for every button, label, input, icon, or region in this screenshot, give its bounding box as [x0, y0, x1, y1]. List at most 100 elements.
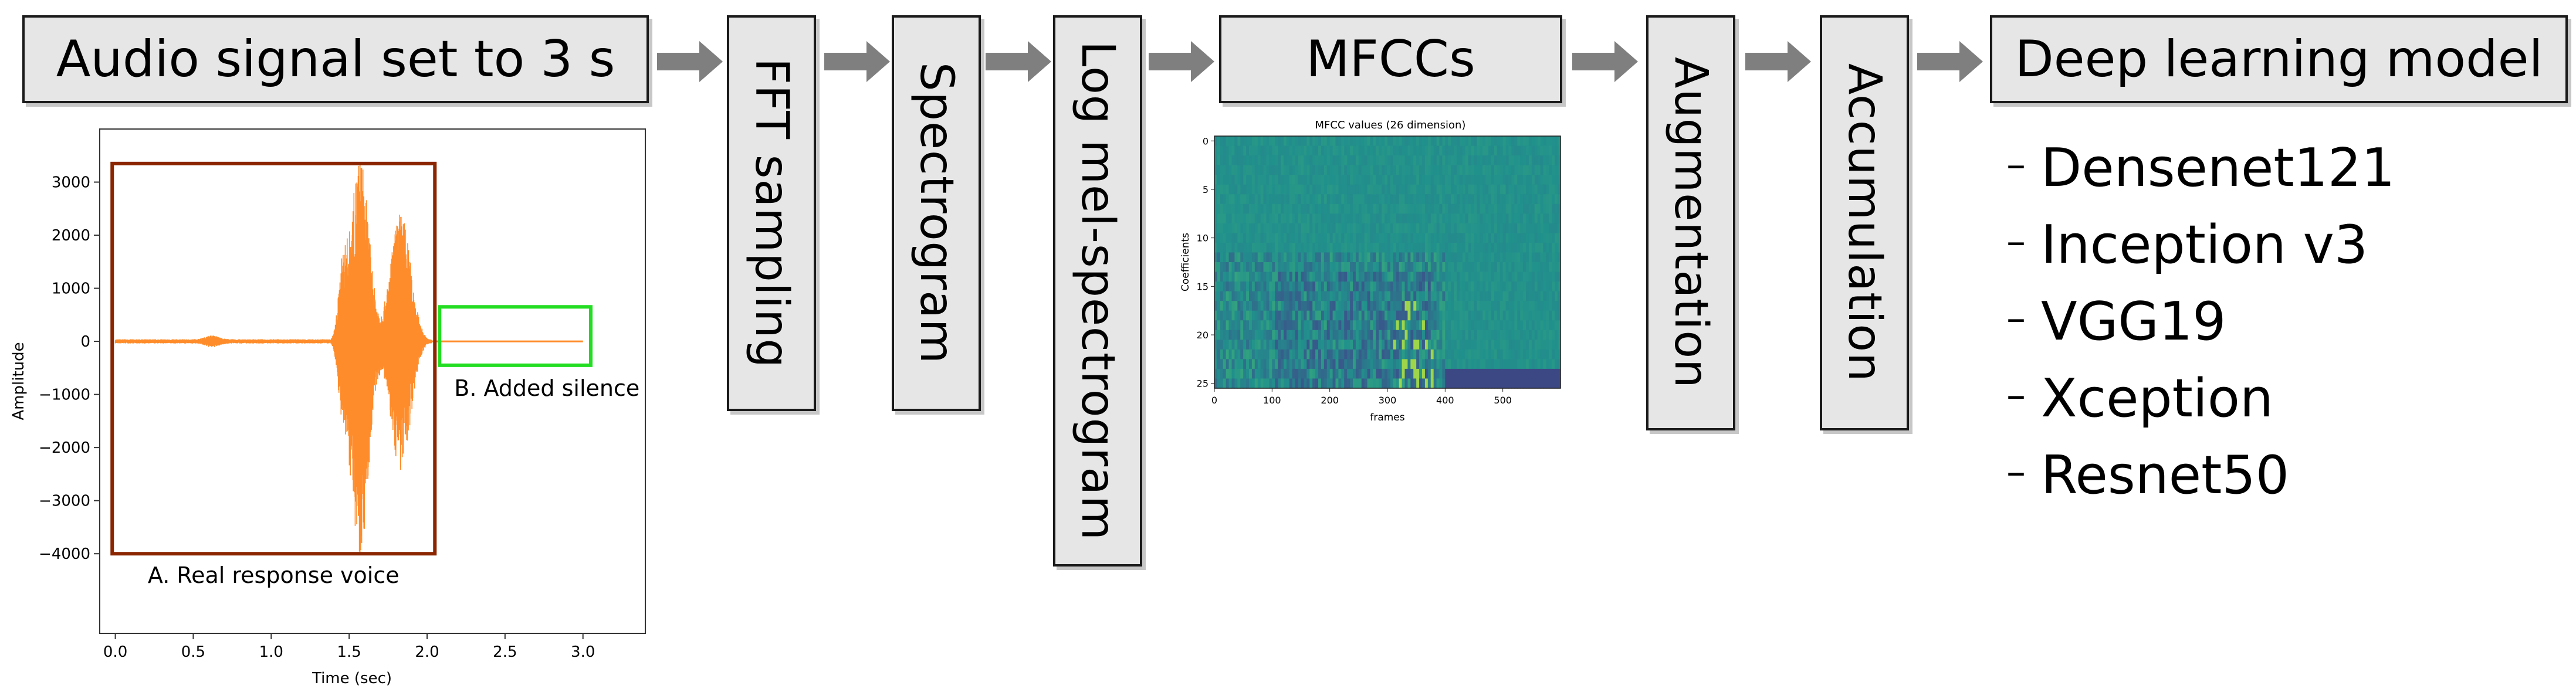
mfcc-cell — [1260, 349, 1264, 359]
mfcc-cell — [1436, 359, 1440, 369]
mfcc-cell — [1457, 281, 1460, 292]
mfcc-cell — [1254, 378, 1258, 389]
waveform-x-tick-label: 0.0 — [103, 643, 127, 661]
mfcc-cell — [1338, 340, 1342, 350]
mfcc-cell — [1254, 184, 1258, 195]
mfcc-cell — [1350, 184, 1353, 195]
mfcc-cell — [1263, 213, 1267, 224]
mfcc-cell — [1505, 320, 1509, 331]
mfcc-cell — [1284, 330, 1287, 340]
mfcc-cell — [1462, 242, 1466, 253]
mfcc-cell — [1436, 194, 1440, 205]
mfcc-cell — [1526, 184, 1529, 195]
mfcc-cell — [1511, 320, 1515, 331]
mfcc-cell — [1413, 252, 1417, 263]
mfcc-cell — [1499, 203, 1504, 214]
mfcc-cell — [1427, 349, 1431, 359]
mfcc-cell — [1422, 349, 1426, 359]
mfcc-cell — [1243, 340, 1247, 350]
mfcc-cell — [1329, 301, 1333, 311]
mfcc-cell — [1335, 340, 1339, 350]
mfcc-cell — [1260, 340, 1264, 350]
mfcc-cell — [1480, 213, 1483, 224]
mfcc-cell — [1260, 136, 1264, 147]
mfcc-cell — [1404, 184, 1409, 195]
mfcc-cell — [1306, 242, 1310, 253]
mfcc-cell — [1304, 340, 1307, 350]
mfcc-cell — [1214, 223, 1218, 233]
mfcc-cell — [1332, 340, 1336, 350]
mfcc-cell — [1424, 145, 1429, 156]
mfcc-cell — [1379, 378, 1382, 389]
mfcc-cell — [1385, 252, 1388, 263]
mfcc-cell — [1508, 330, 1512, 340]
mfcc-cell — [1347, 213, 1350, 224]
mfcc-cell — [1355, 359, 1359, 369]
mfcc-cell — [1228, 252, 1233, 263]
mfcc-cell — [1480, 330, 1483, 340]
mfcc-cell — [1309, 252, 1313, 263]
mfcc-cell — [1427, 184, 1431, 195]
mfcc-cell — [1281, 136, 1284, 147]
mfcc-cell — [1396, 281, 1400, 292]
mfcc-cell — [1318, 320, 1322, 331]
mfcc-cell — [1304, 194, 1307, 205]
mfcc-cell — [1468, 378, 1472, 389]
mfcc-cell — [1231, 349, 1235, 359]
mfcc-cell — [1494, 301, 1498, 311]
mfcc-cell — [1416, 262, 1420, 273]
mfcc-cell — [1555, 165, 1558, 175]
mfcc-cell — [1257, 145, 1261, 156]
mfcc-cell — [1410, 349, 1414, 359]
mfcc-cell — [1263, 310, 1267, 321]
mfcc-cell — [1228, 223, 1233, 233]
mfcc-cell — [1379, 340, 1382, 350]
mfcc-cell — [1543, 340, 1547, 350]
mfcc-cell — [1465, 291, 1469, 301]
mfcc-cell — [1427, 262, 1431, 273]
mfcc-cell — [1387, 223, 1391, 233]
mfcc-cell — [1318, 194, 1322, 205]
mfcc-cell — [1266, 194, 1270, 205]
mfcc-cell — [1323, 359, 1328, 369]
mfcc-cell — [1220, 359, 1224, 369]
mfcc-cell — [1269, 330, 1272, 340]
right-arrow-icon — [824, 41, 890, 82]
mfcc-cell — [1355, 320, 1359, 331]
mfcc-cell — [1390, 330, 1394, 340]
mfcc-cell — [1341, 368, 1345, 379]
mfcc-cell — [1292, 213, 1296, 224]
mfcc-cell — [1482, 301, 1486, 311]
mfcc-cell — [1390, 155, 1394, 166]
mfcc-cell — [1534, 272, 1538, 282]
mfcc-cell — [1424, 359, 1429, 369]
mfcc-cell — [1312, 330, 1316, 340]
mfcc-cell — [1298, 291, 1302, 301]
mfcc-cell — [1436, 291, 1440, 301]
mfcc-cell — [1497, 136, 1501, 147]
mfcc-cell — [1511, 349, 1515, 359]
mfcc-cell — [1228, 213, 1233, 224]
mfcc-cell — [1534, 223, 1538, 233]
mfcc-cell — [1231, 359, 1235, 369]
mfcc-cell — [1257, 223, 1261, 233]
mfcc-cell — [1424, 368, 1429, 379]
mfcc-cell — [1485, 262, 1489, 273]
mfcc-cell — [1315, 301, 1319, 311]
mfcc-cell — [1249, 262, 1253, 273]
mfcc-cell — [1494, 320, 1498, 331]
mfcc-cell — [1263, 378, 1267, 389]
mfcc-cell — [1474, 281, 1478, 292]
mfcc-cell — [1402, 194, 1406, 205]
mfcc-cell — [1549, 145, 1552, 156]
mfcc-cell — [1514, 359, 1518, 369]
mfcc-cell — [1266, 310, 1270, 321]
mfcc-cell — [1249, 155, 1253, 166]
mfcc-cell — [1326, 272, 1331, 282]
mfcc-cell — [1419, 330, 1423, 340]
mfcc-cell — [1217, 281, 1221, 292]
mfcc-cell — [1275, 203, 1278, 214]
mfcc-cell — [1480, 145, 1483, 156]
mfcc-cell — [1243, 175, 1247, 185]
mfcc-cell — [1416, 349, 1420, 359]
